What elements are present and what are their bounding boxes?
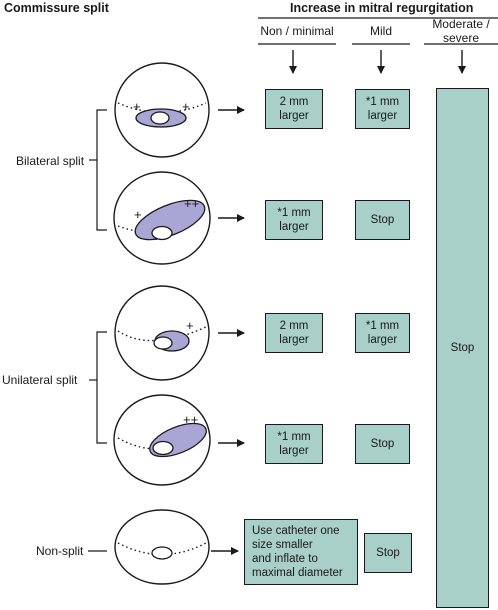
valve-diagram-5 [114, 509, 210, 585]
commissure-plus-symbol: + [186, 318, 194, 333]
valve-diagram-3 [114, 285, 210, 381]
action-text: *1 mm larger [277, 431, 311, 457]
mitral-regurgitation-heading: Increase in mitral regurgitation [290, 1, 474, 15]
column-header-non-minimal: Non / minimal [260, 24, 334, 38]
action-text: *1 mm larger [277, 207, 311, 233]
valve-diagram-2 [113, 171, 211, 265]
commissure-double-plus-symbol: ++ [184, 196, 200, 211]
bilateral-split-label: Bilateral split [16, 154, 85, 168]
commissure-plus-symbol: + [182, 99, 190, 114]
action-box-non-row3: 2 mm larger [265, 313, 323, 353]
action-text: Stop [450, 342, 475, 354]
action-text: Stop [370, 438, 395, 450]
action-box-mild-row5: Stop [364, 533, 412, 573]
action-text: Use catheter one size smaller and inflat… [252, 525, 343, 579]
action-text: *1 mm larger [365, 320, 400, 346]
action-box-non-row2: *1 mm larger [265, 200, 323, 240]
action-box-mild-row4: Stop [355, 424, 410, 464]
action-box-non-row4: *1 mm larger [265, 424, 323, 464]
action-box-mild-row3: *1 mm larger [355, 313, 410, 353]
action-box-moderate-severe: Stop [436, 88, 489, 608]
unilateral-bracket [96, 331, 107, 444]
valve-diagram-4 [113, 394, 211, 486]
bilateral-bracket [96, 109, 107, 231]
action-box-mild-row1: *1 mm larger [355, 89, 410, 129]
action-box-mild-row2: Stop [355, 200, 410, 240]
valve-diagram-1 [114, 62, 210, 158]
commissure-double-plus-symbol: ++ [183, 412, 199, 427]
commissure-plus-symbol: + [134, 207, 142, 222]
action-text: 2 mm larger [279, 96, 309, 122]
action-text: *1 mm larger [365, 96, 400, 122]
action-box-non-row1: 2 mm larger [265, 89, 323, 129]
commissure-plus-symbol: + [133, 99, 141, 114]
action-text: Stop [370, 214, 395, 226]
column-header-moderate-severe: Moderate / severe [432, 17, 490, 45]
unilateral-split-label: Unilateral split [2, 373, 78, 387]
action-text: 2 mm larger [279, 320, 309, 346]
commissure-split-heading: Commissure split [4, 1, 109, 15]
non-split-label: Non-split [36, 544, 84, 558]
action-text: Stop [376, 547, 400, 559]
column-header-mild: Mild [369, 24, 392, 38]
action-box-non-row5: Use catheter one size smaller and inflat… [244, 519, 358, 585]
